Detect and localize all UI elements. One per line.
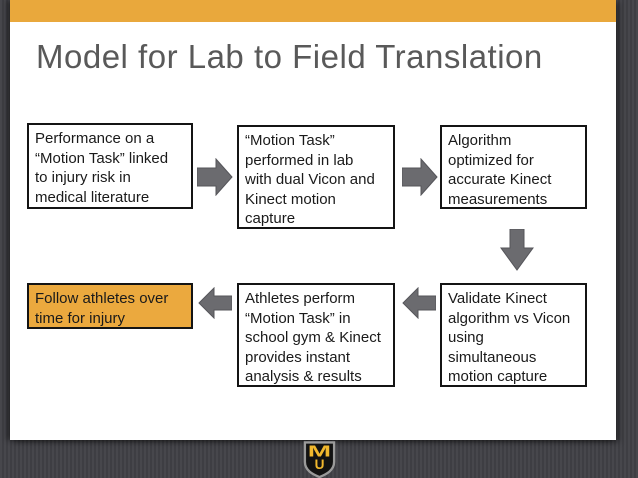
arrow-left-icon <box>402 287 436 319</box>
flow-box-validate-kinect: Validate Kinect algorithm vs Vicon using… <box>440 283 587 387</box>
arrow-left-icon <box>198 287 232 319</box>
flow-box-follow-athletes: Follow athletes over time for injury <box>27 283 193 329</box>
logo-letter-u: U <box>315 457 325 472</box>
flow-box-performance-motion-task: Performance on a “Motion Task” linked to… <box>27 123 193 209</box>
arrow-down-icon <box>500 229 534 271</box>
arrow-right-icon <box>402 158 438 196</box>
slide-title: Model for Lab to Field Translation <box>36 38 543 75</box>
mizzou-mu-shield-logo: M U <box>302 441 337 478</box>
arrow-right-icon <box>197 158 233 196</box>
slide-accent-bar <box>10 0 616 22</box>
logo-letter-m: M <box>308 444 331 461</box>
flow-box-athletes-perform: Athletes perform “Motion Task” in school… <box>237 283 395 387</box>
flow-box-motion-task-lab: “Motion Task” performed in lab with dual… <box>237 125 395 229</box>
slide: Model for Lab to Field Translation Perfo… <box>10 0 616 440</box>
flow-box-algorithm-optimized: Algorithm optimized for accurate Kinect … <box>440 125 587 209</box>
